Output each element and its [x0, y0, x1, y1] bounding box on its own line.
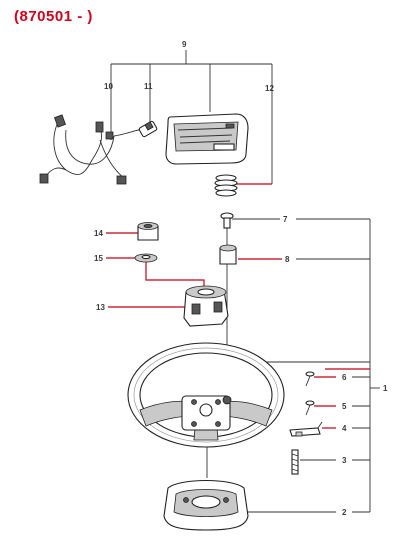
callout-numbers: 9 10 11 12 7 8 14 15 13 6 1 5 4 3 2 — [94, 40, 388, 517]
screw-5 — [305, 400, 315, 416]
callout-11: 11 — [144, 82, 153, 91]
callout-5: 5 — [342, 402, 347, 411]
nut-14 — [137, 222, 159, 241]
callout-10: 10 — [104, 82, 113, 91]
callout-1: 1 — [383, 384, 388, 393]
callout-15: 15 — [94, 254, 103, 263]
range-label: (870501 - ) — [14, 8, 93, 25]
contact-plate — [289, 421, 323, 437]
washer-15 — [134, 253, 158, 263]
callout-13: 13 — [96, 303, 105, 312]
callout-7: 7 — [283, 215, 288, 224]
spring-pin — [291, 449, 299, 475]
callout-8: 8 — [285, 255, 290, 264]
callout-12: 12 — [265, 84, 274, 93]
callout-6: 6 — [342, 373, 347, 382]
callout-14: 14 — [94, 229, 103, 238]
callout-9: 9 — [182, 40, 187, 49]
callout-4: 4 — [342, 424, 347, 433]
lower-cover — [163, 479, 249, 531]
horn-spring — [214, 174, 238, 197]
callout-2: 2 — [342, 508, 347, 517]
wire-harness — [39, 114, 158, 185]
screw-7 — [220, 212, 234, 229]
horn-pad-cover — [165, 113, 249, 165]
steering-wheel — [127, 342, 285, 448]
hub-boss — [183, 285, 229, 327]
screw-6 — [305, 371, 315, 387]
callout-3: 3 — [342, 456, 347, 465]
nut-8 — [219, 244, 237, 265]
